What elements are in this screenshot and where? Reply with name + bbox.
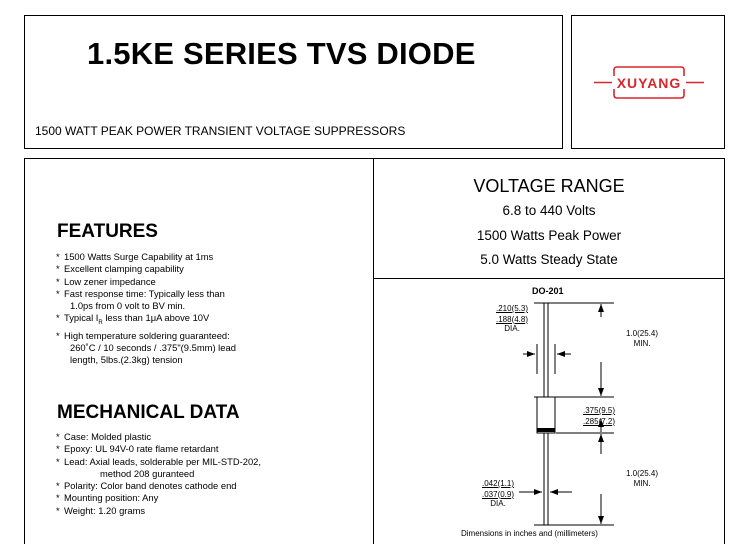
list-item: Weight: 1.20 grams bbox=[56, 505, 261, 518]
mechanical-heading: MECHANICAL DATA bbox=[57, 402, 240, 423]
dimensions-note: Dimensions in inches and (millimeters) bbox=[461, 529, 598, 538]
document-subtitle: 1500 WATT PEAK POWER TRANSIENT VOLTAGE S… bbox=[35, 124, 406, 138]
body-length-dimension: .375(9.5) .285(7.2) bbox=[583, 406, 616, 426]
features-heading: FEATURES bbox=[57, 221, 158, 242]
brand-logo: XUYANG bbox=[594, 66, 704, 99]
svg-text:XUYANG: XUYANG bbox=[617, 75, 682, 91]
diode-outline-drawing bbox=[519, 302, 614, 526]
cathode-band bbox=[537, 428, 555, 432]
steady-state-value: 5.0 Watts Steady State bbox=[480, 252, 618, 267]
features-list: 1500 Watts Surge Capability at 1ms Excel… bbox=[56, 251, 236, 367]
list-item: Polarity: Color band denotes cathode end bbox=[56, 480, 261, 493]
logo-box: XUYANG bbox=[571, 15, 725, 149]
list-item: High temperature soldering guaranteed:26… bbox=[56, 330, 236, 367]
left-panel: FEATURES 1500 Watts Surge Capability at … bbox=[24, 158, 374, 544]
package-name: DO-201 bbox=[532, 286, 564, 296]
list-item: Case: Molded plastic bbox=[56, 431, 261, 444]
header-title-box: 1.5KE SERIES TVS DIODE 1500 WATT PEAK PO… bbox=[24, 15, 563, 149]
list-item: Fast response time: Typically less than1… bbox=[56, 288, 236, 313]
voltage-range-value: 6.8 to 440 Volts bbox=[502, 203, 596, 218]
list-item: Epoxy: UL 94V-0 rate flame retardant bbox=[56, 443, 261, 456]
list-item: Lead: Axial leads, solderable per MIL-ST… bbox=[56, 456, 261, 481]
list-item: Typical IR less than 1μA above 10V bbox=[56, 312, 236, 329]
wire-dia-dimension: .042(1.1) .037(0.9) DIA. bbox=[482, 479, 515, 508]
list-item: Excellent clamping capability bbox=[56, 263, 236, 276]
package-diagram-box: DO-201 bbox=[373, 278, 725, 544]
document-title: 1.5KE SERIES TVS DIODE bbox=[87, 36, 476, 71]
mechanical-list: Case: Molded plastic Epoxy: UL 94V-0 rat… bbox=[56, 431, 261, 517]
voltage-range-title: VOLTAGE RANGE bbox=[473, 176, 625, 196]
list-item: Mounting position: Any bbox=[56, 492, 261, 505]
lead-length-dimension-bottom: 1.0(25.4) MIN. bbox=[626, 469, 659, 488]
voltage-range-box: VOLTAGE RANGE 6.8 to 440 Volts 1500 Watt… bbox=[373, 158, 725, 279]
peak-power-value: 1500 Watts Peak Power bbox=[476, 228, 622, 243]
lead-dia-dimension: .210(5.3) .188(4.8) DIA. bbox=[496, 304, 529, 333]
lead-length-dimension-top: 1.0(25.4) MIN. bbox=[626, 329, 659, 348]
list-item: 1500 Watts Surge Capability at 1ms bbox=[56, 251, 236, 264]
list-item: Low zener impedance bbox=[56, 276, 236, 289]
